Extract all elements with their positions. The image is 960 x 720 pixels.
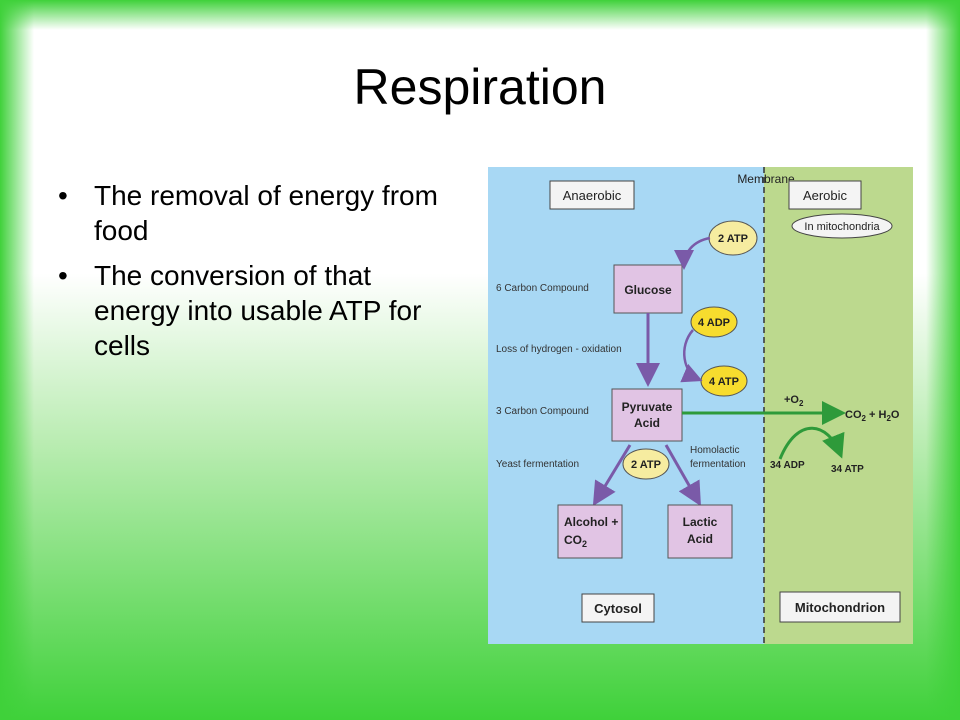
- lactic-arrow: [664, 444, 701, 507]
- lactic-box: [667, 504, 733, 559]
- adp-34-label: 34 ADP: [770, 460, 805, 471]
- adp-bubble: [690, 306, 738, 338]
- glucose-box: [613, 264, 683, 314]
- alcohol-line2: CO2: [564, 533, 587, 549]
- six-carbon-label: 6 Carbon Compound: [496, 283, 589, 294]
- atp-4-label: 4 ATP: [709, 376, 739, 388]
- o2-plus-label: +O2: [784, 394, 804, 408]
- adp-4-label: 4 ADP: [698, 317, 730, 329]
- three-carbon-label: 3 Carbon Compound: [496, 406, 589, 417]
- glucose-label: Glucose: [624, 283, 672, 297]
- pyruvate-line2: Acid: [634, 416, 660, 430]
- lactic-line2: Acid: [687, 532, 713, 546]
- adp-atp-aerobic-arrow: [778, 426, 845, 460]
- alcohol-line1: Alcohol +: [564, 515, 618, 529]
- co2-h2o-label: CO2 + H2O: [845, 409, 900, 423]
- atp-ferm-label: 2 ATP: [631, 459, 661, 471]
- adp-to-atp-arrow: [680, 329, 703, 383]
- respiration-diagram: Anaerobic Membrane Aerobic In mitochondr…: [488, 167, 913, 644]
- bullet-marker: •: [58, 180, 68, 211]
- bullet-list: • The removal of energy from food • The …: [58, 178, 438, 373]
- alcohol-box: [557, 504, 623, 559]
- pyruvate-line1: Pyruvate: [622, 400, 673, 414]
- homolactic-label-line1: Homolactic: [690, 445, 739, 456]
- lactic-line1: Lactic: [683, 515, 718, 529]
- homolactic-label-line2: fermentation: [690, 459, 746, 470]
- atp-ferm-bubble: [622, 448, 670, 480]
- bullet-item: • The removal of energy from food: [58, 178, 438, 248]
- slide-top-glow: [0, 0, 960, 30]
- yeast-fermentation-label: Yeast fermentation: [496, 459, 579, 470]
- loss-hydrogen-label: Loss of hydrogen - oxidation: [496, 344, 622, 355]
- bullet-text: The removal of energy from food: [94, 180, 438, 246]
- bullet-text: The conversion of that energy into usabl…: [94, 260, 422, 361]
- bullet-item: • The conversion of that energy into usa…: [58, 258, 438, 363]
- aerobic-label: Aerobic: [803, 188, 848, 203]
- anaerobic-label-box: [549, 180, 635, 210]
- in-mitochondria-label: In mitochondria: [804, 221, 880, 233]
- anaerobic-label: Anaerobic: [563, 188, 622, 203]
- pyruvate-box: [611, 388, 683, 442]
- yeast-arrow: [592, 444, 632, 507]
- mitochondrion-label: Mitochondrion: [795, 600, 885, 615]
- mitochondrion-label-box: [779, 591, 901, 623]
- cytosol-label: Cytosol: [594, 601, 642, 616]
- bullet-marker: •: [58, 260, 68, 291]
- aerobic-label-box: [788, 180, 862, 210]
- slide-title: Respiration: [353, 59, 607, 115]
- cytosol-label-box: [581, 593, 655, 623]
- in-mitochondria-bubble: [791, 213, 893, 239]
- membrane-label: Membrane: [737, 172, 795, 186]
- atp-top-label: 2 ATP: [718, 233, 748, 245]
- atp-consume-arrow: [674, 236, 711, 270]
- atp-34-label: 34 ATP: [831, 464, 864, 475]
